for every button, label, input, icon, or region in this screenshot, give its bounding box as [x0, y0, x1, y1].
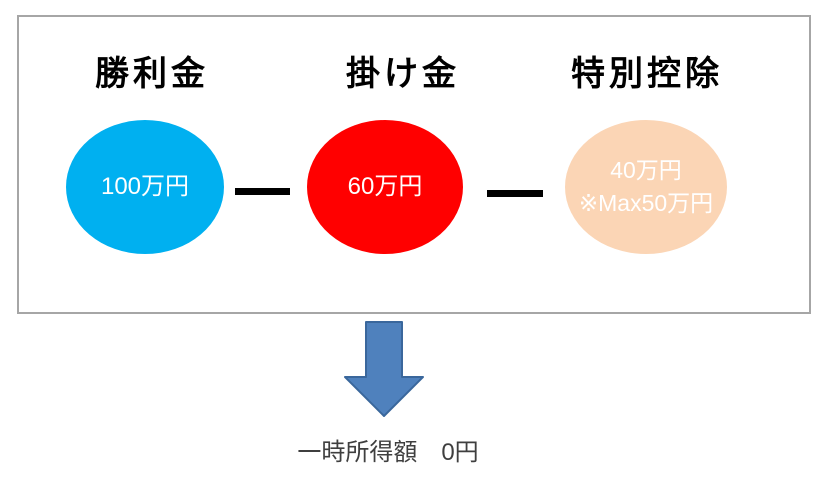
special-deduction-circle: 40万円 ※Max50万円	[565, 120, 727, 254]
winnings-circle: 100万円	[66, 120, 224, 254]
column-title-special-deduction: 特別控除	[571, 55, 723, 93]
bet-value: 60万円	[347, 172, 423, 200]
column-title-winnings: 勝利金	[95, 55, 209, 93]
result-label: 一時所得額 0円	[297, 439, 479, 466]
minus-operator-2	[487, 190, 543, 197]
bet-circle: 60万円	[307, 120, 463, 254]
special-deduction-note: ※Max50万円	[578, 190, 714, 216]
winnings-value: 100万円	[100, 172, 190, 200]
outer-box: 勝利金 掛け金 特別控除 100万円 60万円 40万円 ※Max50万円	[17, 15, 811, 314]
column-title-bet: 掛け金	[346, 55, 460, 93]
minus-operator-1	[235, 188, 290, 195]
down-arrow-icon	[344, 321, 424, 417]
special-deduction-value: 40万円	[610, 156, 682, 183]
